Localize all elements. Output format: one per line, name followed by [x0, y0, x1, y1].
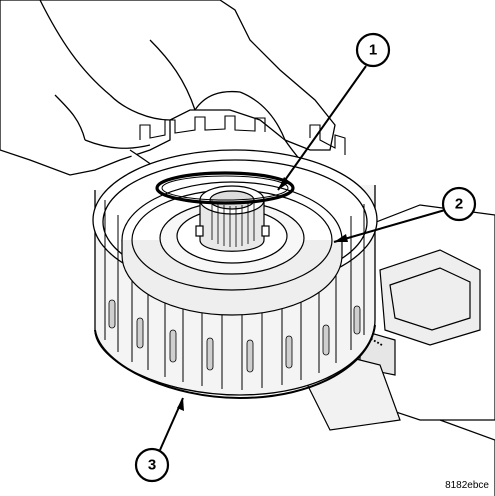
svg-text:3: 3 — [148, 457, 156, 474]
svg-text:2: 2 — [455, 196, 463, 213]
svg-text:1: 1 — [369, 42, 377, 59]
snap-ring — [155, 171, 295, 205]
callout-2: 2 — [441, 186, 477, 222]
splined-hub — [195, 185, 270, 252]
callout-1: 1 — [355, 32, 391, 68]
callout-3: 3 — [134, 447, 170, 483]
leader-line-2 — [333, 209, 446, 243]
leader-arrow-2 — [334, 234, 348, 242]
leader-line-1 — [277, 65, 367, 191]
leader-arrow-1 — [278, 177, 290, 190]
transmission-case: · · · · — [299, 204, 495, 496]
leader-arrow-3 — [177, 398, 184, 411]
figure-code: 8182ebce — [445, 480, 489, 491]
